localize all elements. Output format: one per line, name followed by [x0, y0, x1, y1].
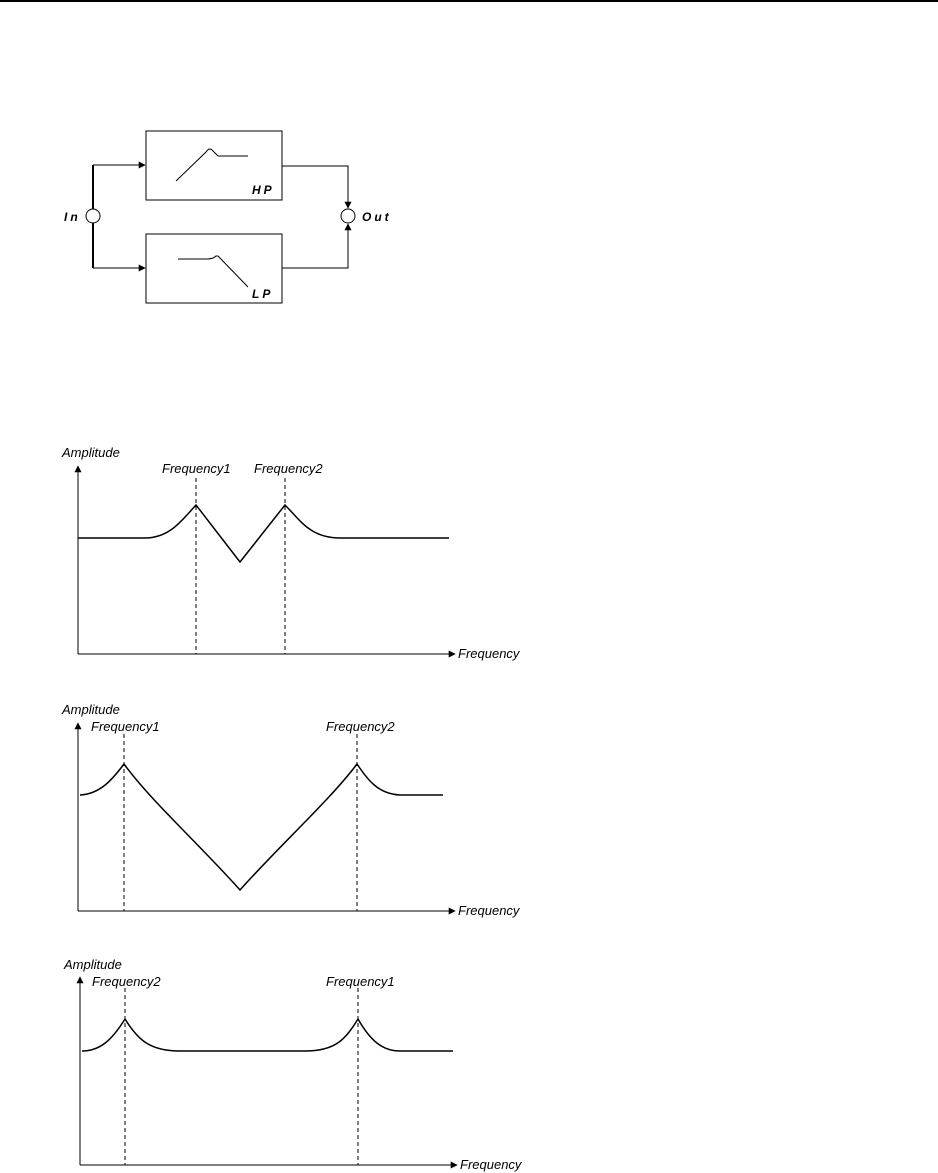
highpass-block	[145, 130, 283, 201]
plot-2-marker-left-label: Frequency1	[91, 719, 160, 734]
plot-3-marker-left-label: Frequency2	[92, 974, 161, 989]
lowpass-response-icon	[178, 255, 249, 288]
plot-3: Amplitude Frequency Frequency2 Frequency…	[63, 957, 523, 1172]
plot-1-y-axis-label: Amplitude	[61, 445, 120, 460]
input-label: In	[64, 210, 81, 224]
lowpass-label: LP	[252, 287, 273, 301]
plot-2-response-curve	[79, 762, 443, 892]
plot-2-marker-right-label: Frequency2	[326, 719, 395, 734]
plot-3-response-curve	[81, 1017, 453, 1052]
highpass-label: HP	[252, 183, 275, 197]
plot-3-x-axis-label: Frequency	[460, 1157, 523, 1172]
plot-2-x-axis-label: Frequency	[458, 903, 521, 918]
lp-output-wire	[282, 223, 352, 269]
plot-3-y-axis-label: Amplitude	[63, 957, 122, 972]
output-label: Out	[362, 210, 392, 224]
plot-1: Amplitude Frequency Frequency1 Frequency…	[61, 445, 521, 661]
plot-1-x-axis-label: Frequency	[458, 646, 521, 661]
plot-2-y-axis-label: Amplitude	[61, 702, 120, 717]
plot-2: Amplitude Frequency Frequency1 Frequency…	[61, 702, 521, 918]
input-node	[85, 208, 101, 224]
plot-3-marker-right-label: Frequency1	[326, 974, 395, 989]
plot-1-marker-left-label: Frequency1	[162, 461, 231, 476]
output-node	[340, 208, 356, 224]
plot-1-marker-right-label: Frequency2	[254, 461, 323, 476]
highpass-response-icon	[175, 148, 248, 182]
hp-output-wire	[282, 165, 352, 209]
plot-1-response-curve	[78, 503, 449, 564]
block-diagram: In HP LP Out	[64, 130, 392, 304]
